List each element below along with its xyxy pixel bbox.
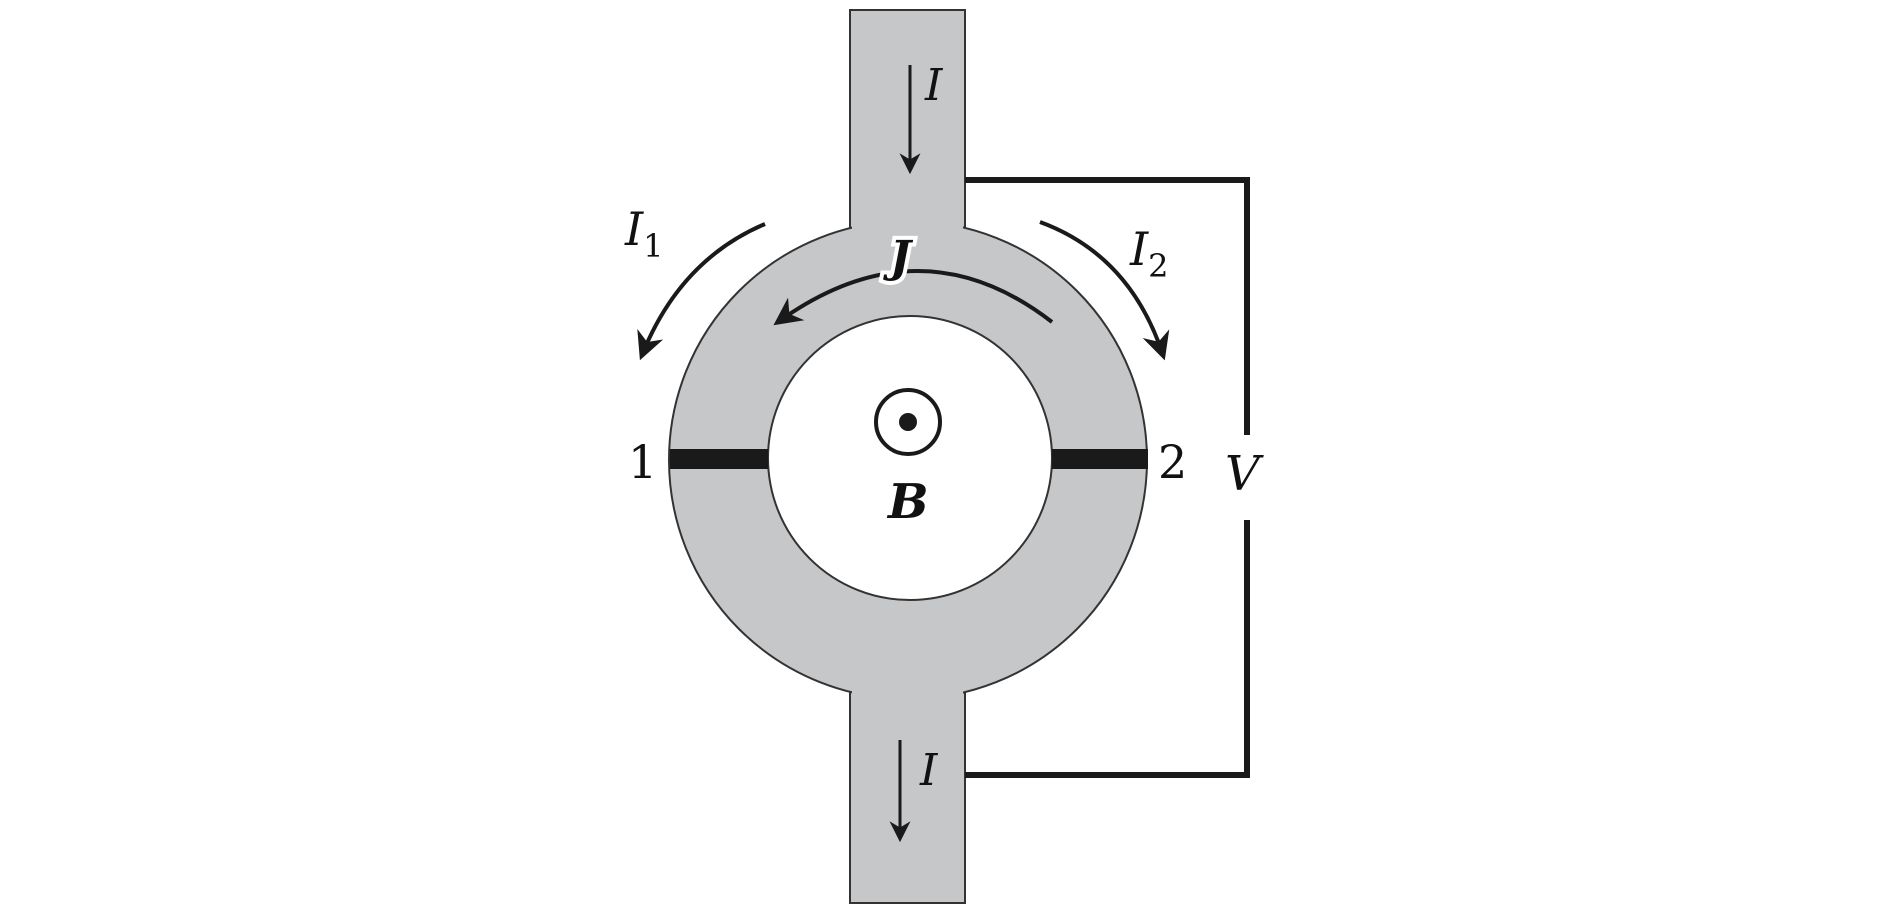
label-branch1: I1 [624, 202, 664, 265]
voltage-wire-top [965, 177, 1250, 435]
label-junction2: 2 [1158, 435, 1187, 489]
label-junction1: 1 [628, 435, 657, 489]
josephson-junction-1 [670, 449, 768, 469]
josephson-junction-2 [1052, 449, 1148, 469]
label-field: B [886, 474, 929, 530]
branch1-arrow [637, 222, 766, 361]
superconducting-loop [668, 9, 1148, 904]
label-voltage: V [1225, 446, 1264, 502]
label-branch2: I2 [1129, 222, 1169, 285]
voltage-wire-bottom [965, 520, 1250, 778]
inner-hole [767, 315, 1053, 601]
field-out-of-page-icon [874, 388, 942, 456]
label-current-out: I [919, 745, 939, 796]
branch2-arrow [1039, 220, 1170, 361]
circulating-current-arrow [773, 269, 1054, 326]
label-current-in: I [924, 60, 944, 111]
